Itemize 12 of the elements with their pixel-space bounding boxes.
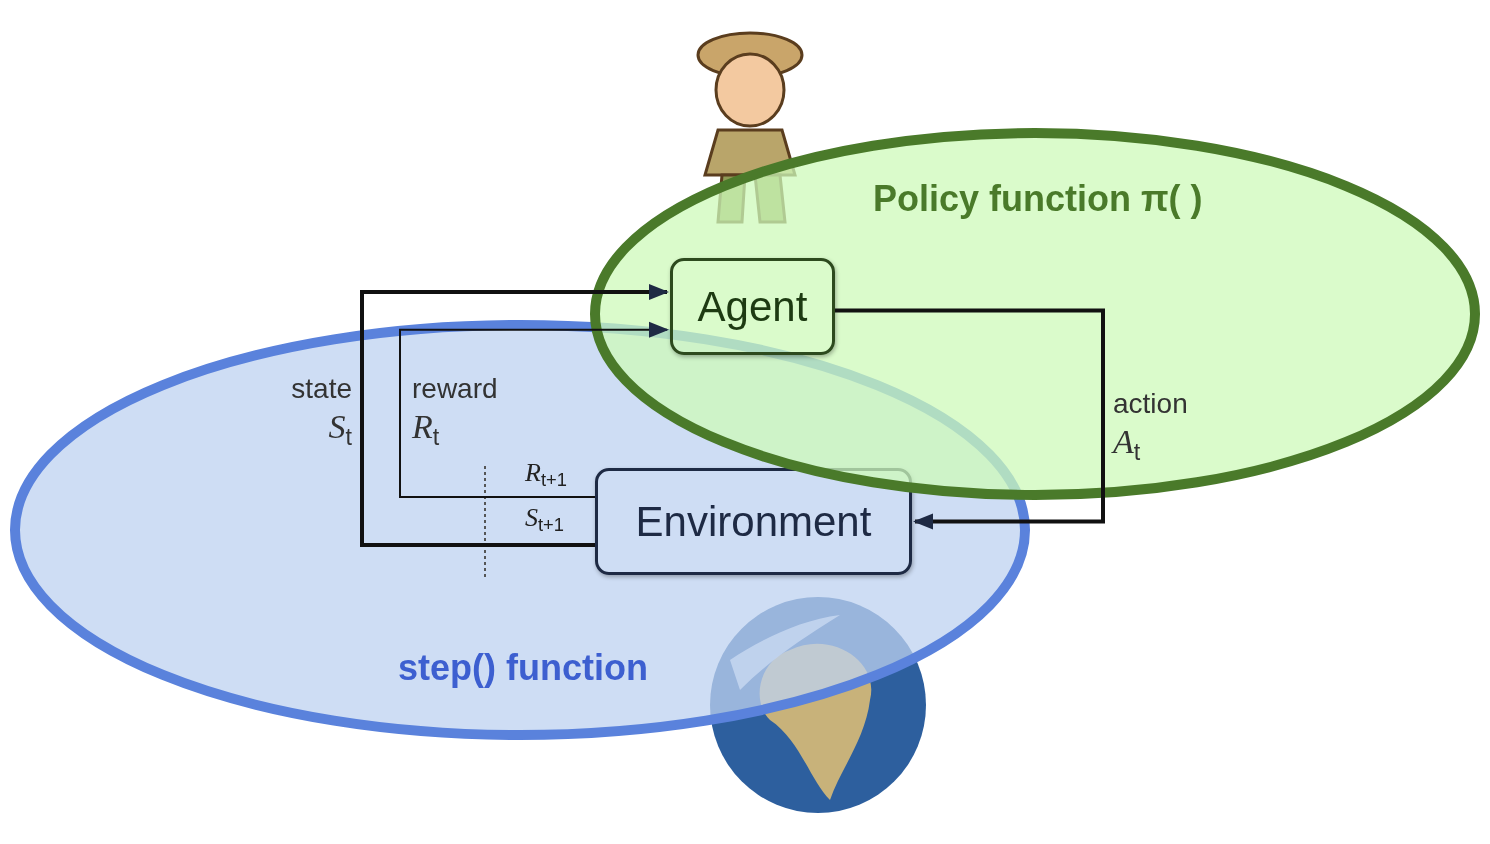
process-box: Agent [670, 258, 835, 355]
edge-label: action A$_{t}$ [1113, 387, 1189, 467]
region-title: Policy function π( ) [873, 178, 1203, 220]
signal-label: S$_{t+1}$ [525, 503, 564, 537]
signal-label: R$_{t+1}$ [525, 458, 567, 492]
policy-ellipse [590, 128, 1480, 500]
arrow [399, 321, 669, 498]
edge-label: reward R$_{t}$ [412, 372, 499, 452]
arrow [835, 308, 1105, 530]
region-title: step() function [398, 647, 648, 689]
edge-label: state S$_{t}$ [290, 372, 352, 452]
arrow [360, 283, 669, 548]
